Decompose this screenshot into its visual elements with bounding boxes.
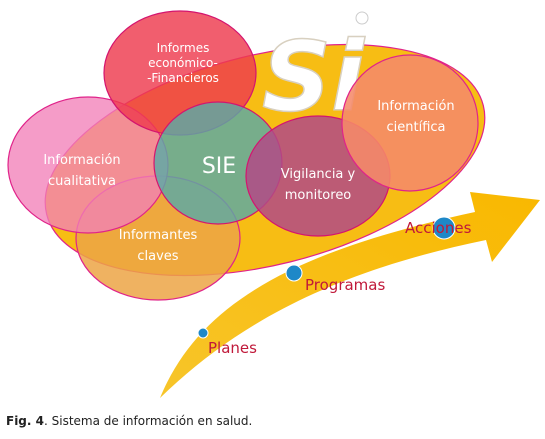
progress-arrow xyxy=(160,192,540,398)
caption-text: . Sistema de información en salud. xyxy=(44,414,253,428)
claves-line: claves xyxy=(137,249,178,264)
circle-informacion-cientifica xyxy=(341,54,479,192)
informes-line: Informes xyxy=(157,41,210,55)
label-programas: Programas xyxy=(305,276,385,294)
label-acciones: Acciones xyxy=(405,219,472,237)
claves-line: Informantes xyxy=(119,228,198,243)
informes-line: -Financieros xyxy=(147,71,219,85)
vigilancia-line: Vigilancia y xyxy=(281,167,356,182)
cualitativa-line: Información xyxy=(43,153,120,168)
informes-line: económico- xyxy=(148,56,218,70)
label-cualitativa: Información cualitativa xyxy=(43,153,120,189)
cualitativa-line: cualitativa xyxy=(48,174,116,189)
cientifica-line: Información xyxy=(377,99,454,114)
dot-acciones xyxy=(432,216,456,240)
label-sie: SIE xyxy=(202,154,236,179)
label-planes: Planes xyxy=(208,339,257,357)
label-vigilancia: Vigilancia y monitoreo xyxy=(281,167,356,203)
caption-label: Fig. 4 xyxy=(6,414,44,428)
vigilancia-line: monitoreo xyxy=(285,188,352,203)
label-cientifica: Información científica xyxy=(377,99,454,135)
label-claves: Informantes claves xyxy=(119,228,198,264)
cientifica-line: científica xyxy=(386,120,445,135)
figure-caption: Fig. 4. Sistema de información en salud. xyxy=(6,414,252,428)
dot-planes xyxy=(197,327,209,339)
dot-programas xyxy=(285,264,303,282)
